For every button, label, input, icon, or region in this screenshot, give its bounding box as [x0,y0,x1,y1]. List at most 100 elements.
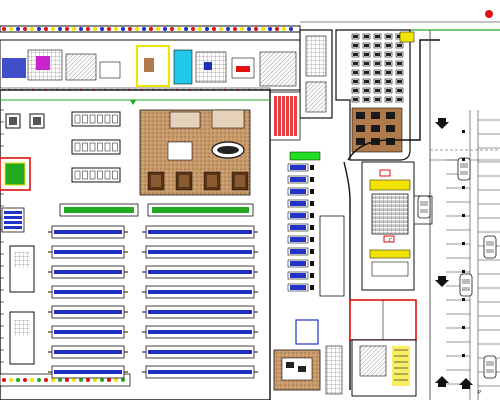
aisle-shelf-fill [148,290,252,294]
frontage-dot [205,27,209,31]
gondola-bay [82,114,88,124]
frontage-dot [128,27,132,31]
gondola-bay [104,114,111,124]
car-windshield [486,241,494,246]
produce-table [4,226,22,229]
aisle-shelf-fill [54,370,122,374]
frontage-dot [51,27,55,31]
dining-seat [353,98,358,101]
bottom-dot [100,378,104,382]
frontage-dot [135,27,139,31]
dining-seat [364,71,369,74]
parked-car-icon [483,355,497,379]
frontage-dot [198,27,202,31]
frontage-dot [282,27,286,31]
wood-table-top [179,175,189,187]
dining-seat [397,53,402,56]
wood-table-top [235,175,245,187]
checkout-belt [290,273,306,278]
arrow-up-icon [459,378,473,389]
bottom-dot [107,378,111,382]
aisle-shelf-fill [148,350,252,354]
checkout-belt [290,225,306,230]
checkout-register [310,189,314,194]
dining-seat [375,89,380,92]
car-body [483,355,497,379]
checkout-lanes [287,163,314,292]
bottom-dot [79,378,83,382]
frontage-dot [149,27,153,31]
dining-area [335,29,415,161]
frontage-dot [275,27,279,31]
frontage-dot [254,27,258,31]
red-marker-icon [485,10,493,18]
aisle-shelf-fill [148,330,252,334]
car-body [483,235,497,259]
gondola-bay [74,142,81,152]
stall-marker [462,214,465,217]
dining-seat [375,98,380,101]
dining-seat [386,89,391,92]
produce-section [0,113,131,387]
dining-seat [364,35,369,38]
car-body [459,273,473,297]
dining-seat [364,44,369,47]
dining-seat [397,80,402,83]
dining-seat [386,98,391,101]
frontage-dot [100,27,104,31]
dining-table [356,112,365,119]
parking-lot [417,30,500,400]
checkout-belt [290,213,306,218]
dining-seat [353,71,358,74]
frontage-dot [177,27,181,31]
car-rear-window [420,209,428,213]
gondola-bay [89,114,96,124]
checkout-belt [290,165,306,170]
parked-car-icon [457,157,471,181]
frontage-dot [107,27,111,31]
bottom-dot [51,378,55,382]
bottom-dot [58,378,62,382]
stall-marker [462,326,465,329]
produce-table [4,221,22,224]
car-body [457,157,471,181]
red-rack [278,96,281,136]
vestibule [273,161,433,397]
checkout-register [310,225,314,230]
bottom-dot [114,378,118,382]
frontage-dot [219,27,223,31]
dining-seat [353,62,358,65]
dining-seat [364,80,369,83]
stall-marker [462,130,465,133]
red-rack [294,96,297,136]
checkout-sign [289,151,321,161]
gondola-bay [97,142,103,152]
checkout-register [310,273,314,278]
aisle-shelf-fill [148,370,252,374]
dining-seat [364,62,369,65]
bottom-dot [121,378,125,382]
stall-label: P [478,390,481,396]
arrow-down-icon [435,276,449,287]
frontage-dot [65,27,69,31]
dining-seat [353,80,358,83]
dining-seat [364,89,369,92]
dining-seat [386,80,391,83]
frontage-dot [289,27,293,31]
frontage-dot [156,27,160,31]
wood-table-top [151,175,161,187]
dining-table [386,138,395,145]
aisle-shelving [48,225,258,379]
core-column [269,29,333,141]
bottom-dot [86,378,90,382]
dining-seat [353,35,358,38]
dining-seat [386,35,391,38]
red-rack [274,96,277,136]
arrow-down-icon [435,118,449,129]
frontage-dot [79,27,83,31]
frontage-dot [268,27,272,31]
dining-seat [397,62,402,65]
gondola-bay [104,142,111,152]
gondola-bay [112,114,118,124]
aisle-shelf-fill [54,270,122,274]
